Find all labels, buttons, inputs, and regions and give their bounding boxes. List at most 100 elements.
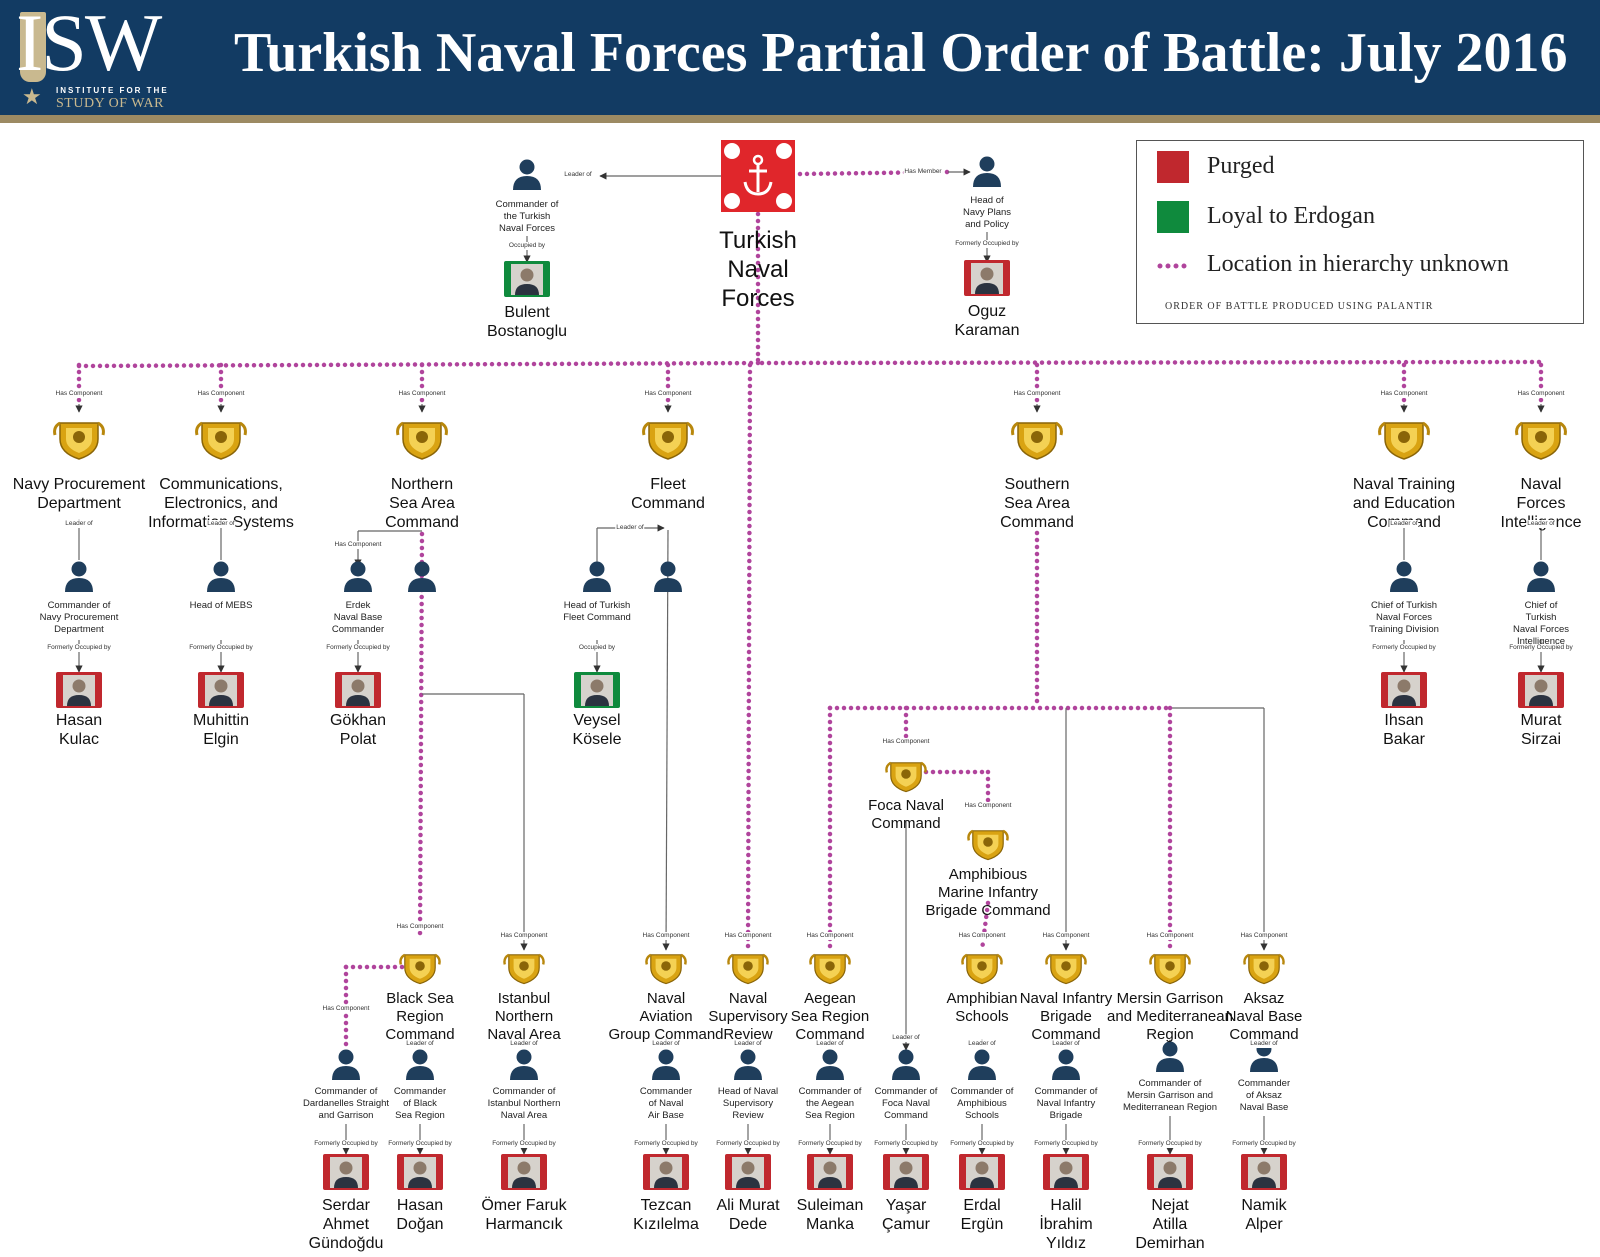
unit-badge-icon <box>399 953 441 985</box>
badge-wings <box>961 953 1003 965</box>
person-silhouette-icon <box>892 1049 920 1080</box>
person-silhouette-icon <box>65 561 93 592</box>
silhouette-body <box>892 1066 920 1080</box>
dept-person-5: Ihsan Bakar <box>1383 712 1425 748</box>
person-photo <box>1381 672 1427 708</box>
unit-badge-icon <box>503 953 545 985</box>
relation-label: Has Component <box>397 390 447 398</box>
legend-note: ORDER OF BATTLE PRODUCED USING PALANTIR <box>1165 301 1434 312</box>
unit-node-4: Naval Supervisory Review <box>708 990 788 1043</box>
badge-wings <box>967 829 1009 841</box>
dept-person-0: Hasan Kulac <box>55 712 103 748</box>
unknown-hierarchy-line <box>759 359 1544 366</box>
unit-role-10: Commander of Aksaz Naval Base <box>1237 1078 1291 1113</box>
person-silhouette-icon <box>652 1049 680 1080</box>
relation-label: Has Component <box>1145 932 1195 940</box>
relation-label: Leader of <box>1389 520 1419 528</box>
silhouette-body <box>654 578 682 592</box>
photo-shoulders <box>1392 695 1416 706</box>
person-silhouette-icon <box>1390 561 1418 592</box>
silhouette-head <box>898 1049 914 1065</box>
photo-face <box>1163 1161 1177 1175</box>
silhouette-head <box>516 1049 532 1065</box>
person-photo <box>1241 1154 1287 1190</box>
badge-emblem <box>662 431 674 443</box>
dept-role-1: Head of MEBS <box>189 600 253 611</box>
person-silhouette-icon <box>207 561 235 592</box>
silhouette-head <box>740 1049 756 1065</box>
unit-badge-icon <box>645 953 687 985</box>
silhouette-head <box>1162 1041 1178 1057</box>
silhouette-body <box>652 1066 680 1080</box>
silhouette-body <box>1156 1058 1184 1072</box>
relation-label: Has Component <box>1516 390 1566 398</box>
photo-shoulders <box>970 1177 994 1188</box>
relation-label: Leader of <box>206 520 236 528</box>
unit-badge-icon <box>809 953 851 985</box>
photo-shoulders <box>1252 1177 1276 1188</box>
photo-face <box>975 1161 989 1175</box>
person-photo <box>335 672 381 708</box>
relation-label: Formerly Occupied by <box>387 1140 453 1148</box>
photo-face <box>659 1161 673 1175</box>
photo-shoulders <box>736 1177 760 1188</box>
photo-shoulders <box>334 1177 358 1188</box>
person-silhouette-icon <box>968 1049 996 1080</box>
badge-wings <box>1243 953 1285 965</box>
badge-wings <box>1011 421 1063 436</box>
silhouette-body <box>968 1066 996 1080</box>
relation-label: Has Component <box>1012 390 1062 398</box>
relation-label: Leader of <box>815 1040 845 1048</box>
badge-wings <box>642 421 694 436</box>
flag-star <box>776 193 792 209</box>
isw-logo: ISW ★ INSTITUTE FOR THE STUDY OF WAR <box>16 2 206 112</box>
badge-emblem <box>743 961 753 971</box>
badge-emblem <box>416 431 428 443</box>
relation-label: Has Component <box>957 932 1007 940</box>
person-photo <box>807 1154 853 1190</box>
photo-shoulders <box>512 1177 536 1188</box>
unknown-hierarchy-line <box>417 531 425 941</box>
relation-label: Formerly Occupied by <box>1033 1140 1099 1148</box>
photo-shoulders <box>975 283 999 294</box>
silhouette-body <box>344 578 372 592</box>
silhouette-body <box>973 173 1001 187</box>
photo-shoulders <box>1529 695 1553 706</box>
unit-role-6: Commander of Foca Naval Command <box>874 1086 938 1121</box>
person-silhouette-icon <box>1527 561 1555 592</box>
relation-label: Has Component <box>1041 932 1091 940</box>
unit-badge-icon <box>396 421 448 460</box>
unknown-hierarchy-line <box>751 357 761 366</box>
relation-label: Has Component <box>1239 932 1289 940</box>
silhouette-head <box>412 1049 428 1065</box>
relation-label: Leader of <box>64 520 94 528</box>
photo-face <box>980 267 994 281</box>
relation-label: Formerly Occupied by <box>633 1140 699 1148</box>
person-silhouette-icon <box>654 561 682 592</box>
badge-emblem <box>519 961 529 971</box>
person-photo <box>504 261 550 297</box>
photo-face <box>1059 1161 1073 1175</box>
legend-label-unknown: Location in hierarchy unknown <box>1207 251 1509 277</box>
logo-text: ISW <box>16 0 162 88</box>
unit-role-1: Commander of Black Sea Region <box>393 1086 447 1121</box>
relation-label: Formerly Occupied by <box>797 1140 863 1148</box>
badge-wings <box>1149 953 1191 965</box>
relation-label: Formerly Occupied by <box>715 1140 781 1148</box>
dept-role-0: Commander of Navy Procurement Department <box>39 600 119 635</box>
relation-label: Leader of <box>1249 1040 1279 1048</box>
unit-role-7: Commander of Amphibious Schools <box>950 1086 1014 1121</box>
flag-star <box>724 193 740 209</box>
person-silhouette-icon <box>1052 1049 1080 1080</box>
node-turkish-naval-forces: Turkish Naval Forces <box>719 227 797 312</box>
unit-badge-icon <box>642 421 694 460</box>
unit-badge-icon <box>195 421 247 460</box>
relation-label: Has Component <box>723 932 773 940</box>
badge-emblem <box>1061 961 1071 971</box>
relation-label: Formerly Occupied by <box>949 1140 1015 1148</box>
badge-wings <box>399 953 441 965</box>
unit-badge-icon <box>961 953 1003 985</box>
photo-shoulders <box>408 1177 432 1188</box>
relation-label: Leader of <box>967 1040 997 1048</box>
photo-shoulders <box>209 695 233 706</box>
